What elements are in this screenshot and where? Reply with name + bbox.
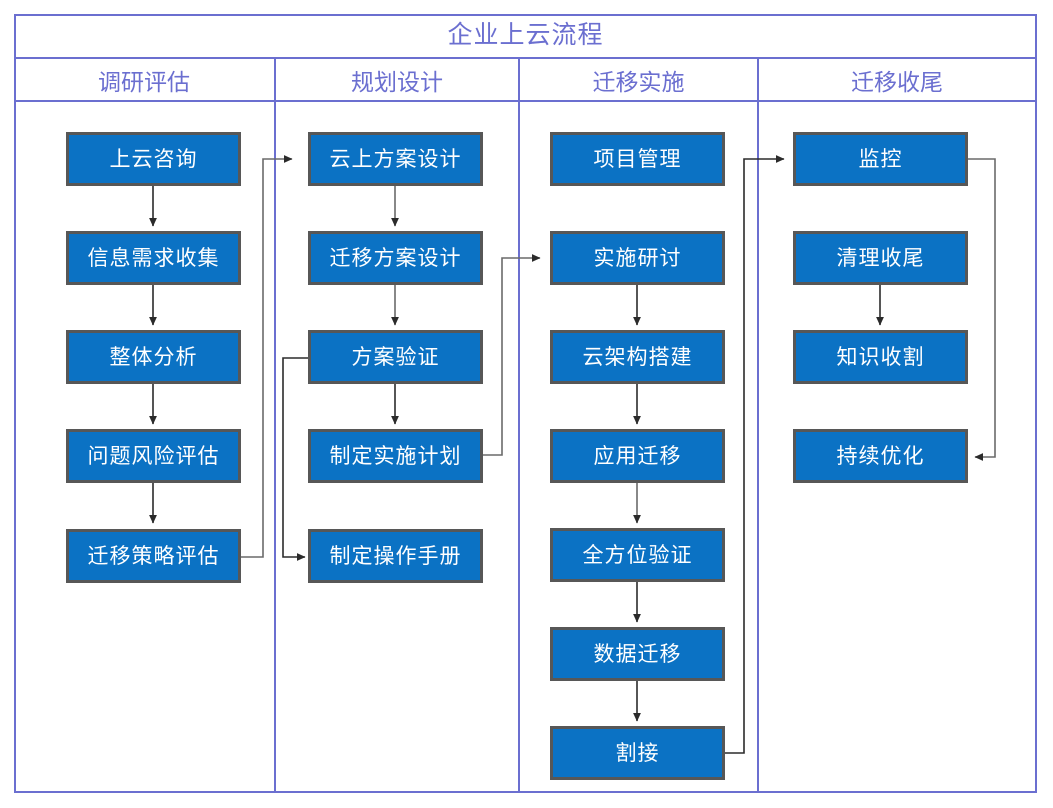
node-c1-2[interactable]: 整体分析 xyxy=(66,330,241,384)
node-c3-0[interactable]: 项目管理 xyxy=(550,132,725,186)
column-divider-2 xyxy=(518,102,520,793)
node-c2-2[interactable]: 方案验证 xyxy=(308,330,483,384)
column-header-row: 调研评估 规划设计 迁移实施 迁移收尾 xyxy=(14,59,1037,102)
node-c3-5[interactable]: 数据迁移 xyxy=(550,627,725,681)
node-c4-0[interactable]: 监控 xyxy=(793,132,968,186)
node-c1-1[interactable]: 信息需求收集 xyxy=(66,231,241,285)
column-divider-1 xyxy=(274,102,276,793)
node-c3-4[interactable]: 全方位验证 xyxy=(550,528,725,582)
node-c2-0[interactable]: 云上方案设计 xyxy=(308,132,483,186)
column-header-1: 规划设计 xyxy=(274,59,518,100)
page-title: 企业上云流程 xyxy=(447,22,604,49)
column-header-3: 迁移收尾 xyxy=(757,59,1035,100)
node-c2-3[interactable]: 制定实施计划 xyxy=(308,429,483,483)
diagram-title-row: 企业上云流程 xyxy=(14,14,1037,59)
node-c4-2[interactable]: 知识收割 xyxy=(793,330,968,384)
node-c2-1[interactable]: 迁移方案设计 xyxy=(308,231,483,285)
column-divider-3 xyxy=(757,102,759,793)
diagram-outer-frame xyxy=(14,14,1037,793)
node-c2-4[interactable]: 制定操作手册 xyxy=(308,529,483,583)
node-c1-4[interactable]: 迁移策略评估 xyxy=(66,529,241,583)
node-c1-0[interactable]: 上云咨询 xyxy=(66,132,241,186)
column-header-2: 迁移实施 xyxy=(518,59,757,100)
node-c3-3[interactable]: 应用迁移 xyxy=(550,429,725,483)
node-c3-1[interactable]: 实施研讨 xyxy=(550,231,725,285)
node-c4-1[interactable]: 清理收尾 xyxy=(793,231,968,285)
node-c3-2[interactable]: 云架构搭建 xyxy=(550,330,725,384)
column-header-0: 调研评估 xyxy=(98,69,190,95)
node-c1-3[interactable]: 问题风险评估 xyxy=(66,429,241,483)
node-c3-6[interactable]: 割接 xyxy=(550,726,725,780)
node-c4-3[interactable]: 持续优化 xyxy=(793,429,968,483)
